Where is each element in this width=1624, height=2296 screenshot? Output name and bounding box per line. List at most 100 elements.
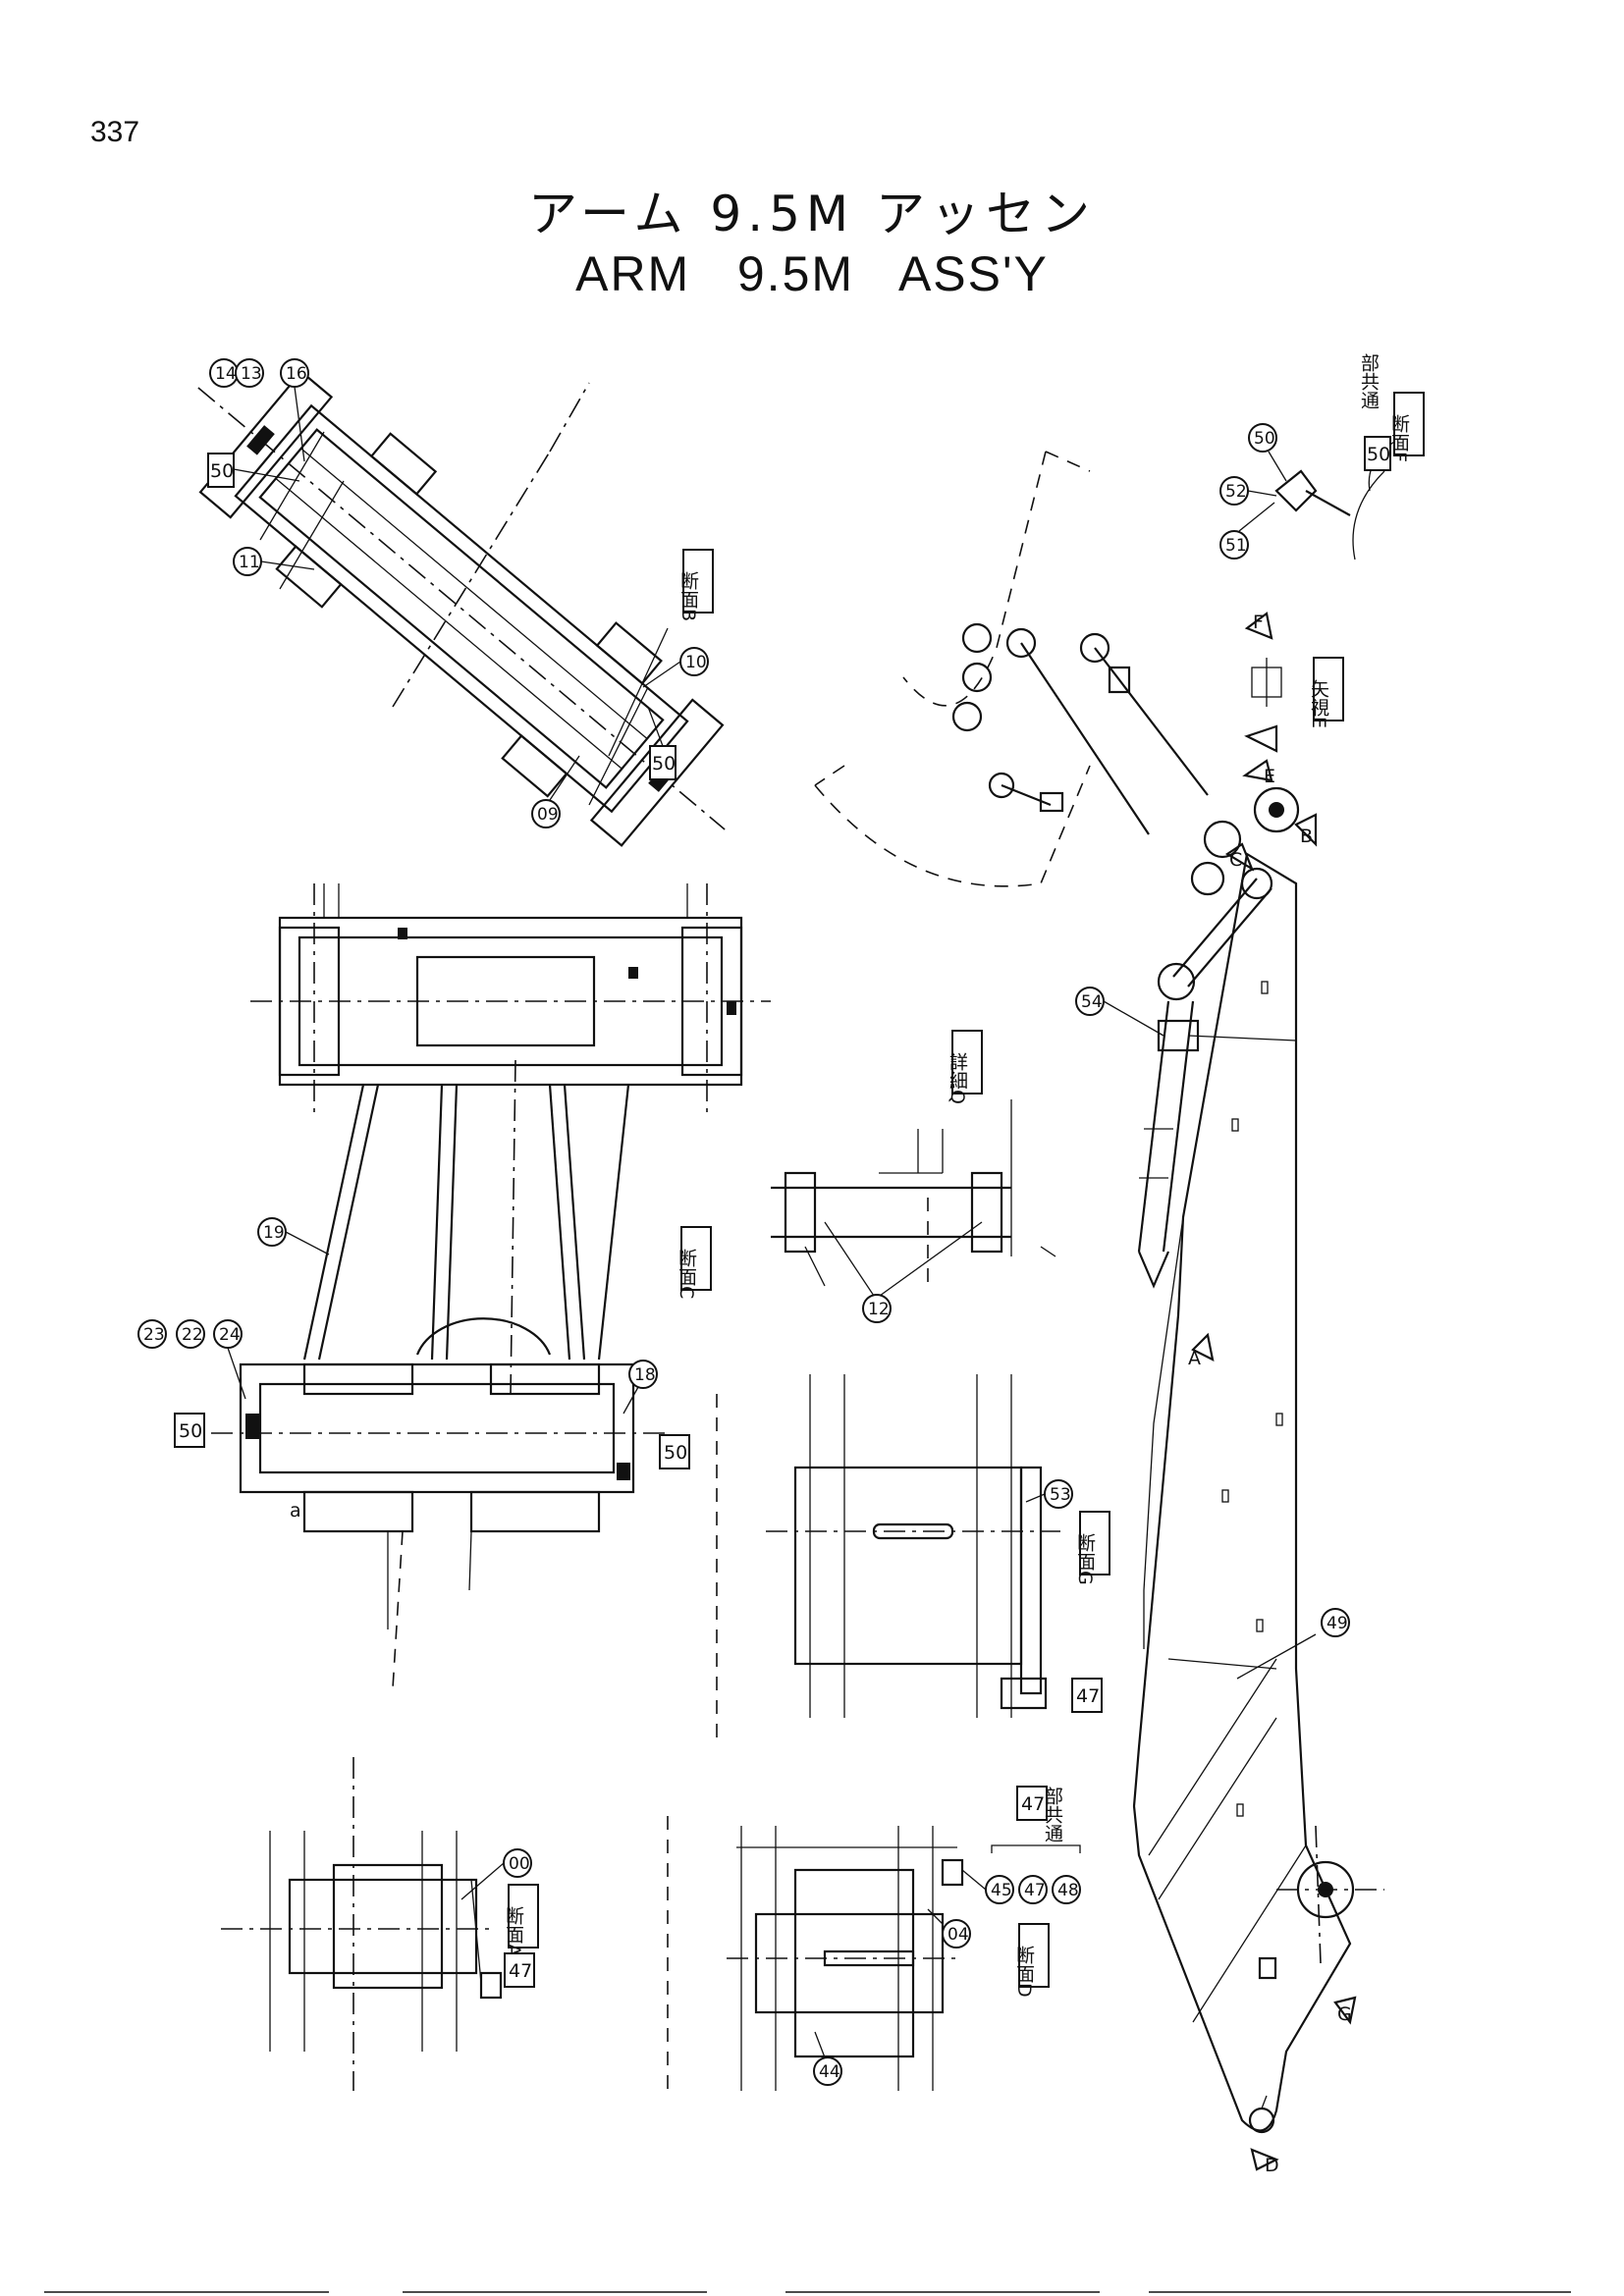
svg-text:00: 00 bbox=[509, 1854, 530, 1874]
svg-text:47: 47 bbox=[1021, 1793, 1045, 1815]
svg-text:断面G: 断面G bbox=[1074, 1533, 1096, 1585]
callout-53: 53 bbox=[1044, 1479, 1073, 1509]
common-note-d: 部共通 bbox=[1042, 1787, 1063, 1842]
svg-text:51: 51 bbox=[1225, 536, 1247, 556]
callout-16: 16 bbox=[280, 358, 309, 388]
svg-text:断面B: 断面B bbox=[677, 571, 699, 621]
detail-q-view bbox=[771, 1099, 1056, 1287]
view-marker-f: F bbox=[1253, 612, 1264, 633]
callout-47-d: 45 bbox=[985, 1875, 1014, 1904]
boxed-ref-50-c1: 50 bbox=[174, 1413, 205, 1448]
boxed-ref-47-g: 47 bbox=[1071, 1678, 1103, 1713]
callout-48: 47 bbox=[1018, 1875, 1048, 1904]
small-letter-a: a bbox=[290, 1500, 301, 1522]
section-label-g: 断面G bbox=[1074, 1511, 1110, 1585]
svg-text:52: 52 bbox=[1225, 482, 1247, 502]
title-english: ARM 9.5M ASS'Y bbox=[575, 246, 1049, 301]
section-a-view bbox=[221, 1757, 503, 2091]
svg-text:18: 18 bbox=[634, 1365, 656, 1385]
section-label-a: 断面A bbox=[503, 1884, 539, 1956]
callout-12: 12 bbox=[862, 1294, 892, 1323]
section-b-view bbox=[197, 370, 726, 847]
callout-45: 44 bbox=[813, 2056, 842, 2086]
svg-text:47: 47 bbox=[1076, 1685, 1100, 1707]
svg-text:44: 44 bbox=[819, 2062, 840, 2082]
svg-text:22: 22 bbox=[182, 1325, 203, 1345]
boxed-ref-50-b1: 50 bbox=[207, 453, 235, 488]
view-marker-c: C bbox=[1229, 849, 1242, 871]
svg-text:09: 09 bbox=[537, 805, 559, 825]
svg-text:50: 50 bbox=[652, 753, 676, 774]
main-arm-view bbox=[814, 451, 1384, 2171]
svg-text:54: 54 bbox=[1081, 992, 1103, 1012]
callout-18: 18 bbox=[628, 1360, 658, 1389]
section-label-b: 断面B bbox=[677, 549, 714, 621]
svg-text:04: 04 bbox=[947, 1925, 969, 1945]
view-marker-a: A bbox=[1188, 1348, 1201, 1369]
svg-text:47: 47 bbox=[1024, 1881, 1046, 1900]
svg-text:14: 14 bbox=[215, 364, 237, 384]
boxed-ref-47-a: 47 bbox=[504, 1952, 535, 1988]
section-label-c: 断面C bbox=[676, 1226, 712, 1300]
page-number: 337 bbox=[90, 116, 140, 148]
svg-text:12: 12 bbox=[868, 1300, 890, 1319]
svg-text:49: 49 bbox=[1326, 1614, 1348, 1633]
svg-text:断面C: 断面C bbox=[676, 1249, 697, 1300]
view-marker-g: G bbox=[1337, 2003, 1352, 2025]
callout-04: 00 bbox=[503, 1848, 532, 1878]
svg-text:23: 23 bbox=[143, 1325, 165, 1345]
svg-text:16: 16 bbox=[286, 364, 307, 384]
svg-text:24: 24 bbox=[219, 1325, 241, 1345]
svg-text:矢視E: 矢視E bbox=[1308, 679, 1329, 728]
view-marker-e: E bbox=[1264, 766, 1275, 787]
common-note-f: 部共通 bbox=[1358, 353, 1380, 409]
callout-49: 48 bbox=[1052, 1875, 1081, 1904]
section-c-view bbox=[211, 883, 771, 1689]
view-marker-b: B bbox=[1300, 826, 1313, 847]
section-label-f: 断面F bbox=[1388, 392, 1425, 462]
callout-09: 09 bbox=[531, 799, 561, 828]
section-g-view bbox=[716, 1374, 1060, 1737]
section-label-d: 断面D bbox=[1013, 1923, 1050, 1998]
boxed-ref-50-c2: 50 bbox=[659, 1434, 690, 1469]
callout-23: 23 bbox=[137, 1319, 167, 1349]
svg-text:11: 11 bbox=[239, 553, 260, 572]
svg-text:13: 13 bbox=[241, 364, 262, 384]
boxed-ref-50-b2: 50 bbox=[649, 745, 677, 780]
svg-text:50: 50 bbox=[1254, 429, 1275, 449]
callout-50-f: 50 bbox=[1248, 423, 1277, 453]
callout-19: 19 bbox=[257, 1217, 287, 1247]
section-label-detail-q: 詳細Q bbox=[947, 1030, 983, 1104]
callout-00: 49 bbox=[1321, 1608, 1350, 1637]
svg-text:50: 50 bbox=[179, 1420, 202, 1442]
boxed-ref-47-d: 47 bbox=[1016, 1786, 1048, 1821]
callout-54: 54 bbox=[1075, 987, 1105, 1016]
svg-text:50: 50 bbox=[1367, 444, 1390, 465]
svg-text:48: 48 bbox=[1057, 1881, 1079, 1900]
svg-text:断面D: 断面D bbox=[1013, 1946, 1035, 1998]
svg-text:断面A: 断面A bbox=[503, 1906, 524, 1956]
callout-10: 10 bbox=[679, 647, 709, 676]
section-d-view bbox=[667, 1816, 964, 2091]
callout-13: 13 bbox=[235, 358, 264, 388]
title-japanese: アーム 9.5M アッセン bbox=[528, 186, 1096, 242]
svg-text:50: 50 bbox=[210, 460, 234, 482]
svg-text:詳細Q: 詳細Q bbox=[947, 1052, 968, 1104]
svg-text:45: 45 bbox=[991, 1881, 1012, 1900]
callout-52: 52 bbox=[1219, 476, 1249, 506]
boxed-ref-50-f: 50 bbox=[1364, 436, 1391, 471]
svg-text:50: 50 bbox=[664, 1442, 687, 1464]
svg-text:53: 53 bbox=[1050, 1485, 1071, 1505]
view-marker-d: D bbox=[1265, 2155, 1279, 2176]
callout-44: 04 bbox=[942, 1919, 971, 1949]
callout-11: 11 bbox=[233, 547, 262, 576]
svg-text:断面F: 断面F bbox=[1388, 414, 1410, 462]
callout-14: 14 bbox=[209, 358, 239, 388]
svg-text:19: 19 bbox=[263, 1223, 285, 1243]
callout-51: 51 bbox=[1219, 530, 1249, 560]
svg-text:47: 47 bbox=[509, 1960, 532, 1982]
section-label-view-e: 矢視E bbox=[1308, 657, 1344, 728]
callout-24: 24 bbox=[213, 1319, 243, 1349]
svg-text:10: 10 bbox=[685, 653, 707, 672]
